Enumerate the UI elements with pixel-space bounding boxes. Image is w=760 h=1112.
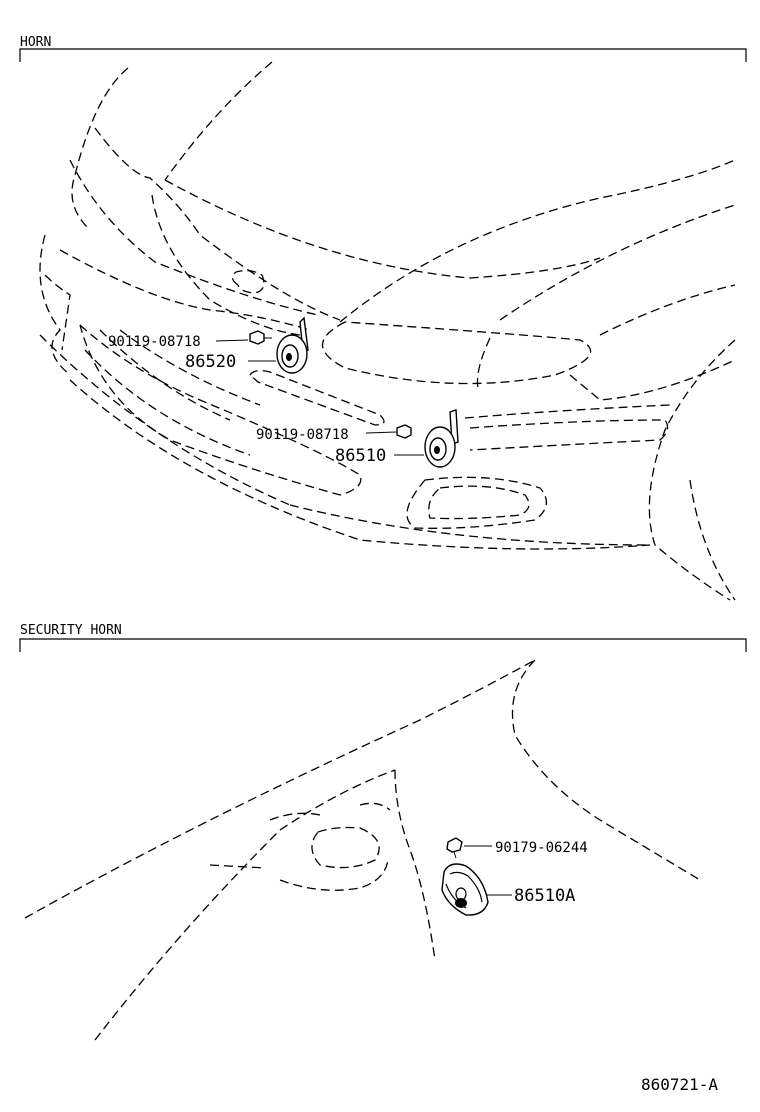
security-horn-unit[interactable] (441, 863, 489, 916)
horn-section: HORN (19, 35, 747, 601)
horn-86510[interactable] (424, 409, 459, 468)
bolt-lower-label: 90119-08718 (256, 427, 349, 443)
horn-car-outline (39, 61, 736, 601)
horn-86520-label: 86520 (185, 352, 236, 372)
security-clip[interactable] (446, 837, 463, 859)
bolt-lower-shape (396, 424, 412, 439)
horn-86510-label: 86510 (335, 446, 386, 466)
bolt-upper-leader (215, 339, 249, 342)
horn-86520[interactable] (276, 316, 309, 374)
security-horn-label: 86510A (514, 886, 575, 906)
bolt-upper-shape (249, 330, 265, 345)
bolt-upper[interactable] (249, 330, 272, 345)
bolt-upper-label: 90119-08718 (108, 334, 201, 350)
drawing-reference: 860721-A (641, 1075, 718, 1094)
horn-section-title: HORN (20, 35, 51, 50)
security-clip-label: 90179-06244 (495, 840, 588, 856)
security-car-outline (24, 659, 701, 1041)
security-horn-section-title: SECURITY HORN (20, 623, 122, 638)
security-horn-section-bracket (19, 638, 747, 652)
security-horn-section: SECURITY HORN 90179-06244 (19, 623, 747, 1041)
bolt-lower[interactable] (396, 424, 412, 439)
bolt-lower-leader (365, 431, 397, 434)
horn-section-bracket (19, 48, 747, 62)
security-clip-shape (446, 837, 463, 853)
